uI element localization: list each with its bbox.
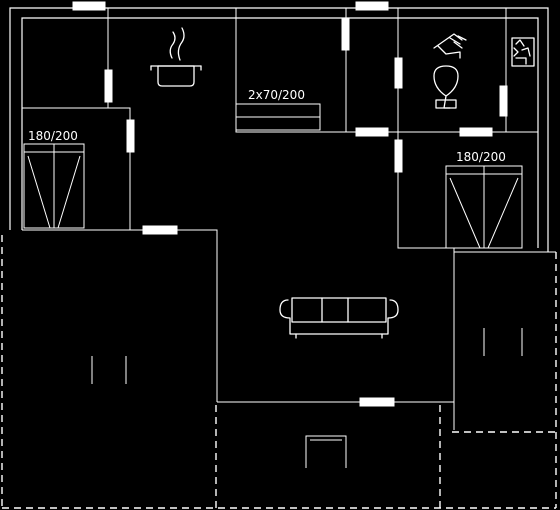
shower-icon <box>433 33 467 59</box>
window <box>499 85 508 117</box>
twin-beds: 2x70/200 <box>235 88 321 131</box>
bed <box>235 116 321 131</box>
window <box>394 139 403 173</box>
window <box>104 69 113 103</box>
terraces <box>1 235 557 509</box>
wc-shower-icon <box>511 37 535 67</box>
bed-size-label: 180/200 <box>28 129 78 143</box>
exterior-walls <box>9 7 549 252</box>
windows <box>72 1 508 407</box>
bed <box>235 103 321 118</box>
window <box>355 1 389 11</box>
sofa-icon <box>279 297 399 339</box>
interior-walls <box>22 8 556 430</box>
window <box>126 119 135 153</box>
window <box>72 1 106 11</box>
toilet-icon <box>433 65 459 109</box>
window <box>355 127 389 137</box>
cooking-pot-icon <box>150 27 202 87</box>
bed-size-label: 2x70/200 <box>248 88 305 102</box>
double-bed-left: 180/200 <box>23 129 85 229</box>
window <box>341 17 350 51</box>
fireplace-icon <box>305 435 347 468</box>
bed-size-label: 180/200 <box>456 150 506 164</box>
window <box>142 225 178 235</box>
window <box>359 397 395 407</box>
window <box>394 57 403 89</box>
door-marks <box>91 328 523 384</box>
double-bed-right: 180/200 <box>445 150 523 249</box>
window <box>459 127 493 137</box>
